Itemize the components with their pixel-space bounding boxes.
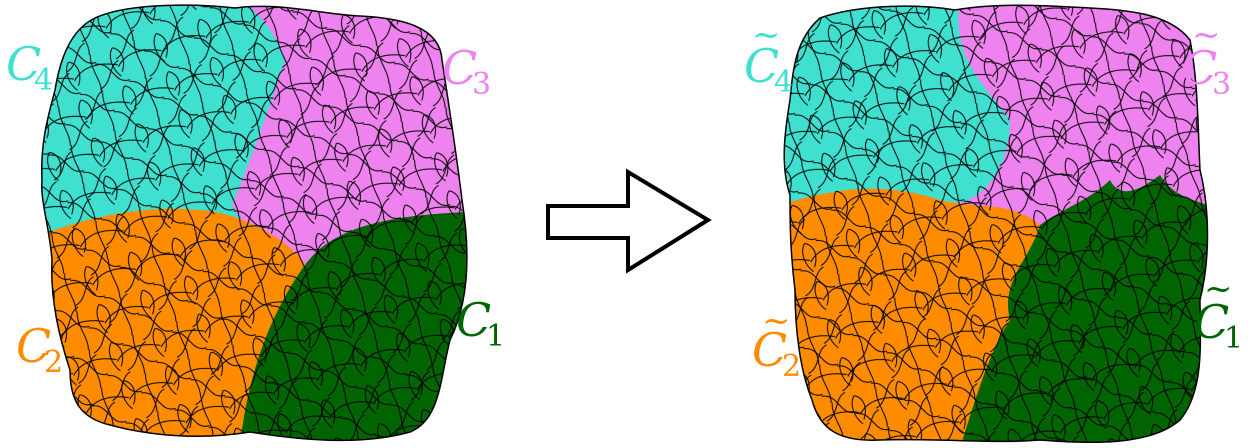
- label-c2-after: ~ C 2: [752, 301, 801, 384]
- right-arrow-icon: [546, 168, 712, 274]
- svg-text:C: C: [744, 39, 779, 93]
- svg-text:1: 1: [486, 319, 505, 354]
- svg-text:1: 1: [1224, 321, 1243, 356]
- svg-text:C: C: [6, 37, 41, 91]
- label-c4-after: ~ C 4: [744, 15, 793, 100]
- svg-text:C: C: [16, 319, 51, 373]
- svg-text:4: 4: [774, 65, 793, 100]
- label-c1-before: C 1: [456, 293, 505, 354]
- svg-text:C: C: [1194, 295, 1229, 349]
- svg-text:C: C: [456, 293, 491, 347]
- svg-text:~: ~: [1192, 15, 1221, 55]
- svg-text:C: C: [752, 323, 787, 377]
- svg-text:2: 2: [782, 349, 801, 384]
- label-c1-after: ~ C 1: [1194, 269, 1243, 356]
- svg-text:C: C: [442, 41, 477, 95]
- label-c4-before: C 4: [6, 37, 53, 98]
- svg-text:C: C: [1182, 41, 1217, 95]
- svg-text:4: 4: [34, 63, 53, 98]
- label-c3-before: C 3: [442, 41, 491, 102]
- svg-text:3: 3: [1212, 67, 1231, 102]
- svg-text:3: 3: [472, 67, 491, 102]
- svg-text:2: 2: [44, 345, 63, 380]
- clusters-after: [784, 5, 1208, 443]
- svg-text:~: ~: [762, 301, 791, 341]
- label-c2-before: C 2: [16, 319, 63, 380]
- clusters-before: [41, 5, 467, 441]
- svg-text:~: ~: [752, 15, 781, 55]
- label-c3-after: ~ C 3: [1182, 15, 1231, 102]
- svg-text:~: ~: [1204, 269, 1233, 309]
